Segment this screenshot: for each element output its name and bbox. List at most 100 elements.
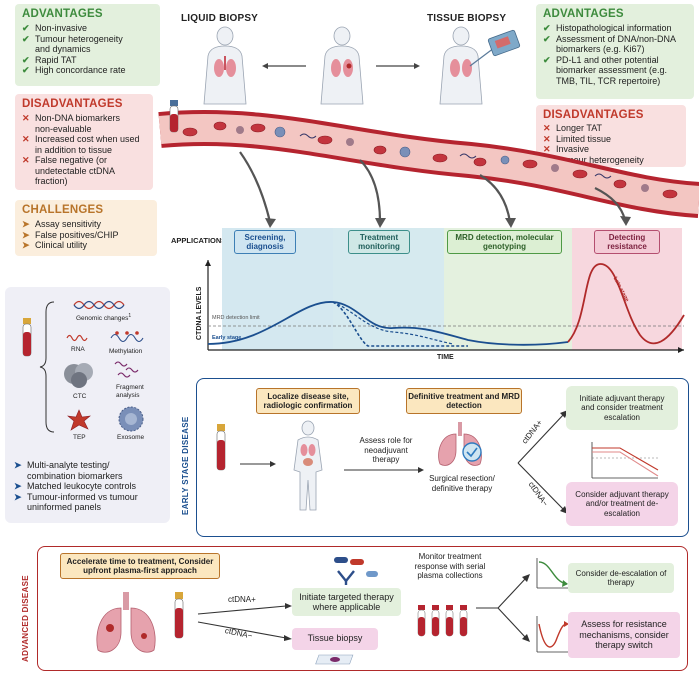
arrow-bullet-icon: ➤ <box>22 229 30 240</box>
list-item: non-evaluable <box>35 123 92 134</box>
list-item: ➤Tumour-informed vs tumour <box>14 491 138 502</box>
application-screening: Screening, diagnosis <box>234 230 296 254</box>
cross-icon: ✕ <box>543 133 551 144</box>
tissue-advantages-title: ADVANTAGES <box>543 8 624 20</box>
list-item: ✕Non-DNA biomarkers <box>22 113 121 123</box>
accelerate-box: Accelerate time to treatment, Consider u… <box>60 553 220 579</box>
monitor-text: Monitor treatment response with serial p… <box>414 552 486 580</box>
mrd-limit-label: MRD detection limit <box>212 315 260 321</box>
tissue-disadvantages-panel: DISADVANTAGES ✕Longer TAT ✕Limited tissu… <box>536 105 686 167</box>
tep-icon <box>67 409 91 431</box>
list-item: combination biomarkers <box>27 470 123 481</box>
check-icon: ✔ <box>543 33 551 44</box>
list-item: ✔Tumour heterogeneity <box>22 33 123 44</box>
tissue-biopsy-box: Tissue biopsy <box>292 628 378 650</box>
early-branch-arrows <box>517 410 568 514</box>
ctdna-graph <box>205 260 685 353</box>
adjuvant-escalation-chart <box>591 442 659 479</box>
deescalation-trend-chart <box>536 558 569 589</box>
blood-vessel-illustration <box>158 110 699 218</box>
arrow-bullet-icon: ➤ <box>14 491 22 502</box>
application-resistance: Detecting resistance <box>594 230 660 254</box>
list-item: ➤Multi-analyte testing/ <box>14 460 110 470</box>
methylation-label: Methylation <box>109 348 143 355</box>
list-item: ✔Non-invasive <box>22 23 88 33</box>
arrow-bullet-icon: ➤ <box>14 481 22 491</box>
list-item: ✕Increased cost when used <box>22 134 140 144</box>
biopsy-slide-icon <box>315 654 354 665</box>
arrow-early-2-icon <box>344 467 424 473</box>
blood-tube-top-icon <box>169 100 179 133</box>
fragment-label: Fragment analysis <box>116 384 144 399</box>
arrow-to-tissue-icon <box>376 63 420 69</box>
list-item: ✕Limited tissue <box>543 133 612 144</box>
analytes-bracket <box>39 301 55 433</box>
list-item: ✔High concordance rate <box>22 65 126 75</box>
early-stage-label: Early stage <box>212 335 242 341</box>
human-figure-tissue <box>439 26 495 105</box>
early-stage-dashed-a <box>332 301 468 347</box>
list-item: biomarker assessment (e.g. <box>556 65 668 75</box>
arrow-early-1-icon <box>240 461 276 467</box>
liquid-advantages-title: ADVANTAGES <box>22 8 103 20</box>
biopsy-device-icon <box>487 29 521 57</box>
deescalation-box: Consider adjuvant therapy and/or treatme… <box>566 482 678 526</box>
advanced-ctdna-pos: ctDNA+ <box>228 595 256 604</box>
tep-label: TEP <box>73 434 86 441</box>
blood-tube-advanced-icon <box>174 592 184 639</box>
rna-icon <box>66 334 88 342</box>
challenges-panel: CHALLENGES ➤Assay sensitivity ➤False pos… <box>15 200 157 256</box>
analytes-bullets: ➤Multi-analyte testing/ combination biom… <box>14 460 169 513</box>
graph-y-label: CTDNA LEVELS <box>196 286 203 340</box>
tissue-advantages-panel: ADVANTAGES ✔Histopathological informatio… <box>536 4 694 99</box>
list-item: ✕Longer TAT <box>543 123 603 133</box>
early-stage-dashed-b <box>332 301 454 345</box>
early-stage-side-label: EARLY STAGE DISEASE <box>181 416 190 515</box>
advanced-split-arrows <box>476 574 530 642</box>
list-item: undetectable ctDNA <box>35 165 116 176</box>
arrow-to-liquid-icon <box>262 63 306 69</box>
challenges-title: CHALLENGES <box>22 204 104 216</box>
list-item: ✕False negative (or <box>22 155 108 165</box>
advanced-panel <box>37 546 688 671</box>
rna-label: RNA <box>71 346 85 353</box>
advanced-resistance-box: Assess for resistance mechanisms, consid… <box>568 612 680 658</box>
exosome-icon <box>118 406 144 432</box>
cross-icon: ✕ <box>22 113 30 123</box>
check-icon: ✔ <box>543 23 551 33</box>
check-icon: ✔ <box>22 65 30 75</box>
human-figure-center <box>320 26 364 105</box>
analytes-panel <box>5 287 170 523</box>
tissue-biopsy-title: TISSUE BIOPSY <box>427 13 507 24</box>
female-figure-icon <box>293 420 323 511</box>
list-item: ➤Assay sensitivity <box>22 219 102 229</box>
list-item: ✔PD-L1 and other potential <box>543 54 659 65</box>
check-icon: ✔ <box>543 54 551 65</box>
blood-tube-analytes-icon <box>22 318 32 357</box>
cross-icon: ✕ <box>22 155 30 165</box>
application-mrd: MRD detection, molecular genotyping <box>447 230 562 254</box>
check-icon: ✔ <box>22 33 30 44</box>
check-icon: ✔ <box>22 23 30 33</box>
list-item: ✔Assessment of DNA/non-DNA <box>543 33 677 44</box>
blood-tube-early-icon <box>216 424 226 471</box>
fragment-icon <box>114 361 139 378</box>
liquid-advantages-panel: ADVANTAGES ✔Non-invasive ✔Tumour heterog… <box>15 4 160 86</box>
genomic-changes-label: Genomic changes1 <box>76 313 132 323</box>
serial-tubes-icon <box>417 605 468 637</box>
human-figure-liquid <box>203 26 247 105</box>
list-item: TMB, TIL, TCR repertoire) <box>556 75 661 86</box>
targeted-box: Initiate targeted therapy where applicab… <box>292 588 401 616</box>
list-item: biomarkers (e.g. Ki67) <box>556 44 645 54</box>
tissue-disadvantages-title: DISADVANTAGES <box>543 109 644 121</box>
list-item: uninformed panels <box>27 502 102 512</box>
ctc-label: CTC <box>73 393 87 400</box>
ctc-icon <box>64 363 93 388</box>
graph-x-label: TIME <box>437 354 454 361</box>
localize-box: Localize disease site, radiologic confir… <box>256 388 360 414</box>
list-item: ➤False positives/CHIP <box>22 229 119 240</box>
adjuvant-box: Initiate adjuvant therapy and consider t… <box>566 386 678 430</box>
check-icon: ✔ <box>22 54 30 65</box>
applications-label: APPLICATIONS: <box>171 236 229 245</box>
methylation-icon <box>110 331 144 343</box>
